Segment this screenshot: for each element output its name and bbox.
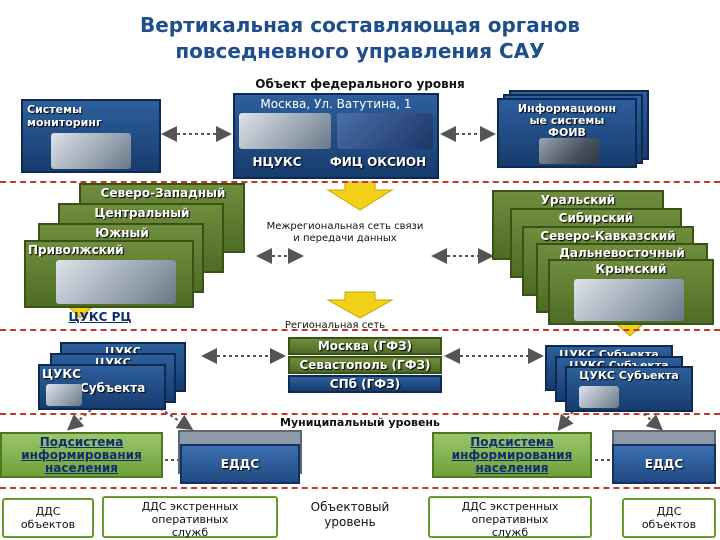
region-label-ural: Уральский	[540, 193, 616, 207]
dds-emergency-box-right: ДДС экстренных оперативных служб	[428, 496, 592, 539]
foiv-systems-box: Информационн ые системы ФОИВ	[497, 98, 637, 168]
interregional-network-label: Межрегиональная сеть связи и передачи да…	[250, 221, 440, 245]
separator-regional	[0, 329, 720, 331]
federal-level-label: Объект федерального уровня	[255, 77, 465, 91]
edds-label-left: ЕДДС	[220, 457, 260, 471]
region-label-far-east: Дальневосточный	[559, 246, 685, 260]
subsystem-left-line-2: информирования	[21, 448, 142, 462]
dds-objects-box-left: ДДС объектов	[2, 498, 94, 538]
server-room-image	[239, 113, 331, 149]
object-level-line-1: Объектовый	[310, 500, 390, 514]
municipal-level-label: Муниципальный уровень	[280, 416, 440, 429]
gfz-label-spb: СПб (ГФЗ)	[329, 377, 401, 391]
yellow-arrow-regions-to-regional	[326, 291, 394, 319]
region-label-south: Южный	[95, 226, 149, 240]
object-level-line-2: уровень	[324, 515, 376, 529]
title-line-2: повседневного управления САУ	[175, 39, 545, 63]
dds-emergency-left-line-2: оперативных	[151, 513, 229, 526]
yellow-arrow-federal-to-regions	[326, 181, 394, 211]
dds-emergency-right-line-1: ДДС экстренных	[461, 500, 559, 513]
page-title: Вертикальная составляющая органов повсед…	[90, 12, 630, 64]
dds-emergency-left-line-3: служб	[171, 526, 209, 539]
cuks-right-front-label: ЦУКС Субъекта	[579, 369, 679, 382]
foiv-label-2: ые системы	[529, 114, 605, 127]
title-line-1: Вертикальная составляющая органов	[140, 13, 580, 37]
region-label-volga: Приволжский	[28, 243, 124, 257]
server-rack-image	[337, 113, 433, 149]
regional-network-label: Региональная сеть	[284, 320, 386, 331]
cuks-right-model	[579, 386, 619, 408]
subsystem-box-left: Подсистема информирования населения	[0, 432, 163, 478]
cuks-left-front-label-1: ЦУКС	[42, 367, 81, 381]
fic-oksion-label: ФИЦ ОКСИОН	[329, 155, 427, 169]
region-label-siberia: Сибирский	[558, 211, 634, 225]
foiv-label-1: Информационн	[517, 102, 617, 115]
separator-federal	[0, 181, 720, 183]
gfz-box-moscow: Москва (ГФЗ)	[288, 337, 442, 355]
region-label-north-caucasus: Северо-Кавказский	[540, 229, 676, 243]
foiv-label-3: ФОИВ	[548, 126, 586, 139]
monitoring-systems-box: Системы мониторинг	[21, 99, 161, 173]
region-label-crimea: Крымский	[595, 262, 667, 276]
cuks-left-model	[46, 384, 82, 406]
monitoring-label: Системы мониторинг	[27, 103, 102, 129]
dds-emergency-right-line-3: служб	[491, 526, 529, 539]
dds-emergency-right-line-2: оперативных	[471, 513, 549, 526]
object-level-label: Объектовый уровень	[290, 500, 410, 530]
nckus-label: НЦУКС	[252, 155, 302, 169]
gfz-box-spb: СПб (ГФЗ)	[288, 375, 442, 393]
gfz-label-sevastopol: Севастополь (ГФЗ)	[299, 358, 431, 372]
cuks-rc-label: ЦУКС РЦ	[68, 310, 132, 324]
subsystem-left-line-1: Подсистема	[39, 435, 124, 449]
gfz-label-moscow: Москва (ГФЗ)	[317, 339, 413, 353]
federal-center-box: Москва, Ул. Ватутина, 1 НЦУКС ФИЦ ОКСИОН	[233, 93, 439, 179]
dds-objects-left-line-1: ДДС	[35, 505, 61, 518]
subsystem-left-line-3: населения	[45, 461, 118, 475]
dds-objects-left-line-2: объектов	[20, 518, 76, 531]
interregional-line-1: Межрегиональная сеть связи	[266, 221, 424, 232]
regional-center-model-right	[574, 279, 684, 321]
region-label-central: Центральный	[94, 206, 190, 220]
dds-emergency-box-left: ДДС экстренных оперативных служб	[102, 496, 278, 539]
region-box-crimea: Крымский	[548, 259, 714, 325]
federal-address: Москва, Ул. Ватутина, 1	[260, 97, 412, 111]
dds-objects-box-right: ДДС объектов	[622, 498, 716, 538]
dds-objects-right-line-1: ДДС	[656, 505, 682, 518]
region-label-northwest: Северо-Западный	[100, 186, 226, 200]
separator-municipal	[0, 413, 720, 415]
region-box-volga: Приволжский	[24, 240, 194, 308]
edds-box-right: ЕДДС	[612, 444, 716, 484]
separator-object	[0, 487, 720, 489]
gfz-box-sevastopol: Севастополь (ГФЗ)	[288, 356, 442, 374]
monitoring-device-image	[51, 133, 131, 169]
cuks-left-front: ЦУКС Субъекта	[38, 364, 166, 410]
subsystem-box-right: Подсистема информирования населения	[432, 432, 592, 478]
edds-label-right: ЕДДС	[644, 457, 684, 471]
interregional-line-2: и передачи данных	[293, 233, 397, 244]
edds-box-left: ЕДДС	[180, 444, 300, 484]
cuks-left-front-label-2: Субъекта	[80, 381, 146, 395]
foiv-server-image	[539, 138, 599, 164]
subsystem-right-line-2: информирования	[451, 448, 573, 462]
dds-objects-right-line-2: объектов	[641, 518, 697, 531]
subsystem-right-line-1: Подсистема	[470, 435, 554, 449]
subsystem-right-line-3: населения	[475, 461, 549, 475]
cuks-right-front: ЦУКС Субъекта	[565, 366, 693, 412]
regional-center-model-left	[56, 260, 176, 304]
dds-emergency-left-line-1: ДДС экстренных	[141, 500, 239, 513]
